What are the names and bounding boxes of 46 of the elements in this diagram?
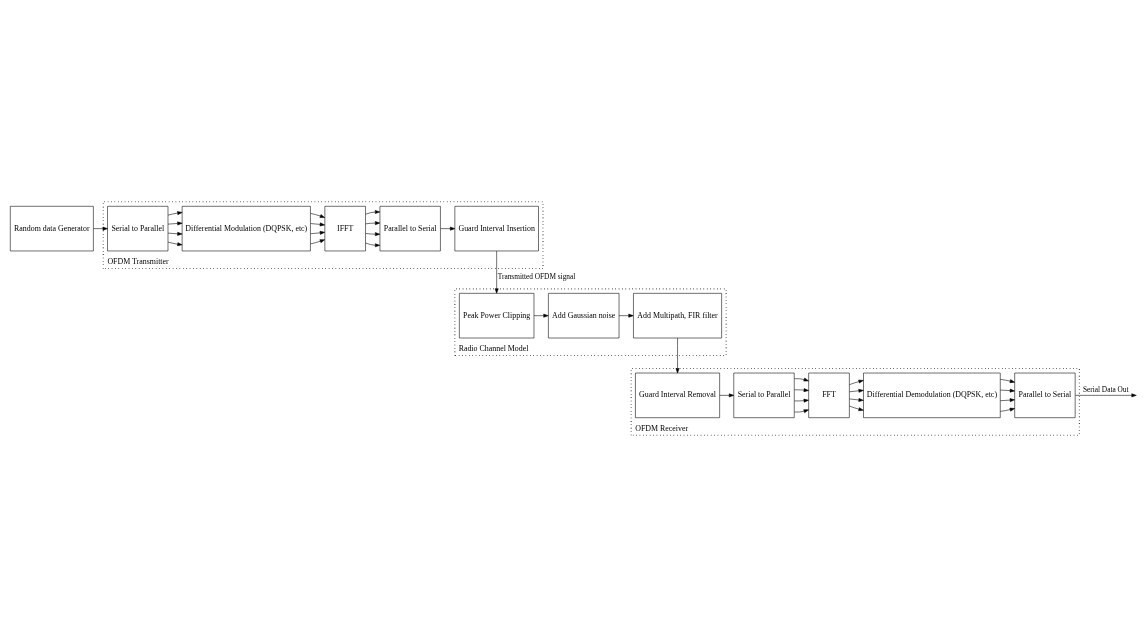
arrow (794, 377, 809, 382)
node-box: Serial to Parallel (107, 206, 169, 252)
arrow (719, 393, 735, 398)
arrow (794, 398, 809, 403)
node-box: Peak Power Clipping (459, 293, 535, 339)
arrow (93, 226, 108, 231)
node-box: Parallel to Serial (379, 206, 441, 252)
node-box: Differential Modulation (DQPSK, etc) (181, 206, 311, 252)
arrow (533, 313, 549, 318)
arrow (494, 250, 499, 294)
arrow (849, 398, 864, 402)
node-box: FFT (808, 372, 850, 418)
arrow (365, 242, 381, 248)
node-box: Add Gaussian noise (548, 293, 620, 339)
arrow (1000, 388, 1015, 393)
arrow (794, 388, 809, 392)
node-box: Guard Interval Insertion (454, 206, 539, 252)
arrow (794, 409, 809, 413)
arrow (310, 222, 325, 227)
node-box: Guard Interval Removal (635, 372, 720, 418)
arrow (167, 231, 183, 236)
arrow (1075, 393, 1137, 398)
arrow (365, 232, 381, 237)
arrow (167, 211, 183, 216)
node-box: IFFT (324, 206, 366, 252)
arrow (365, 210, 381, 215)
arrow (849, 405, 864, 411)
arrow (618, 313, 634, 318)
arrow (440, 226, 456, 231)
arrow (310, 239, 325, 245)
node-box: Random data Generator (10, 206, 94, 252)
node-box: Serial to Parallel (733, 372, 795, 418)
arrow (310, 213, 325, 218)
node-box: Parallel to Serial (1014, 372, 1076, 418)
node-box: Add Multipath, FIR filter (633, 293, 722, 339)
node-box: Differential Demodulation (DQPSK, etc) (863, 372, 1001, 418)
arrow (167, 241, 183, 247)
arrow (1000, 407, 1015, 412)
arrow (365, 221, 381, 225)
arrow (1000, 379, 1015, 383)
arrow (167, 221, 183, 226)
arrow (849, 388, 864, 393)
arrow (849, 379, 864, 385)
arrow (675, 337, 680, 374)
arrow (310, 231, 325, 235)
arrow (1000, 398, 1015, 402)
